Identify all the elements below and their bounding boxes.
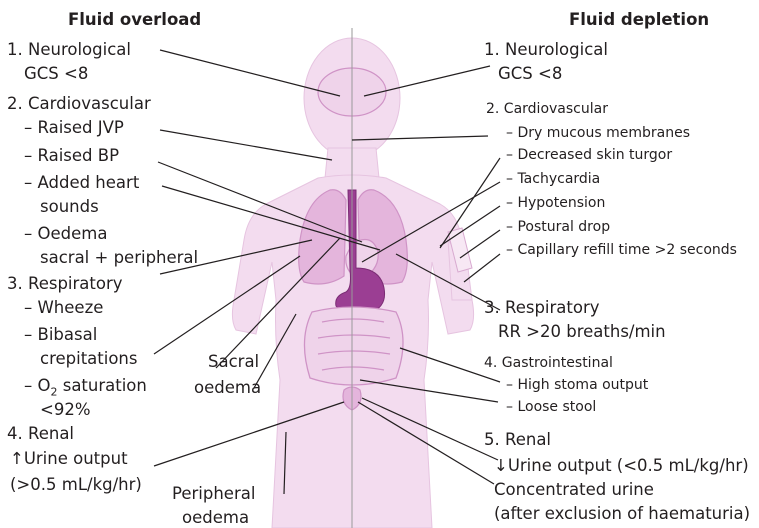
right-heading: Fluid depletion [569, 12, 709, 29]
o2-dash: – O [24, 376, 50, 395]
right-renal-item: (after exclusion of haematuria) [494, 506, 750, 523]
right-cardio-item: – Capillary refill time >2 seconds [506, 243, 737, 257]
left-neuro-title: 1. Neurological [7, 42, 131, 59]
left-cardio-item: – Oedema [24, 226, 107, 243]
left-cardio-item: sounds [40, 199, 99, 216]
left-neuro-item: GCS <8 [24, 66, 88, 83]
right-cardio-item: – Tachycardia [506, 172, 600, 186]
left-cardio-item: – Raised BP [24, 148, 119, 165]
right-cardio-title: 2. Cardiovascular [486, 102, 608, 116]
peripheral-label: oedema [182, 510, 249, 527]
left-resp-item: – Wheeze [24, 300, 103, 317]
left-renal-item: (>0.5 mL/kg/hr) [10, 477, 142, 494]
left-cardio-title: 2. Cardiovascular [7, 96, 151, 113]
left-heading: Fluid overload [68, 12, 201, 29]
left-cardio-item: sacral + peripheral [40, 250, 198, 267]
intestines [304, 307, 403, 385]
right-gi-item: – Loose stool [506, 400, 596, 414]
right-renal-item: Concentrated urine [494, 482, 654, 499]
right-cardio-item: – Hypotension [506, 196, 605, 210]
right-gi-title: 4. Gastrointestinal [484, 356, 613, 370]
left-resp-item-o2: – O2 saturation [24, 378, 147, 397]
right-cardio-item: – Postural drop [506, 220, 610, 234]
left-renal-item: ↑Urine output [10, 451, 128, 468]
left-resp-item: crepitations [40, 351, 138, 368]
right-neuro-item: GCS <8 [498, 66, 562, 83]
left-resp-title: 3. Respiratory [7, 276, 123, 293]
right-resp-title: 3. Respiratory [484, 300, 600, 317]
right-gi-item: – High stoma output [506, 378, 648, 392]
right-resp-item: RR >20 breaths/min [498, 324, 666, 341]
right-cardio-item: – Decreased skin turgor [506, 148, 672, 162]
right-neuro-title: 1. Neurological [484, 42, 608, 59]
peripheral-label: Peripheral [172, 486, 255, 503]
left-resp-item: – Bibasal [24, 327, 97, 344]
right-renal-item: ↓Urine output (<0.5 mL/kg/hr) [494, 458, 749, 475]
left-renal-title: 4. Renal [7, 426, 74, 443]
sacral-label: Sacral [208, 354, 259, 371]
left-cardio-item: – Added heart [24, 175, 139, 192]
left-cardio-item: – Raised JVP [24, 120, 124, 137]
right-renal-title: 5. Renal [484, 432, 551, 449]
left-resp-item: <92% [40, 402, 91, 419]
sacral-label: oedema [194, 380, 261, 397]
right-cardio-item: – Dry mucous membranes [506, 126, 690, 140]
o2-rest: saturation [57, 376, 146, 395]
